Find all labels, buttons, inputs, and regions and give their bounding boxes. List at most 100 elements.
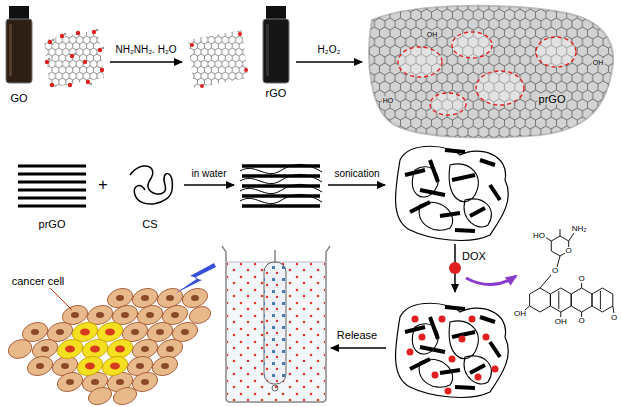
- go-sheet: [50, 83, 54, 87]
- layered-composite: [240, 164, 322, 206]
- beaker: [222, 246, 330, 402]
- rgo-vial: [263, 19, 289, 83]
- process-arrow: [184, 184, 234, 186]
- cancer-cells: [71, 312, 79, 318]
- cancer-cells: [156, 329, 164, 335]
- cancer-cells: [115, 346, 125, 353]
- arrow-label: NH₂NH₂. H₂O: [114, 45, 177, 55]
- beaker: [227, 262, 325, 401]
- loaded-network: [439, 316, 446, 323]
- cancer-cells: [6, 285, 213, 407]
- annotation-label: O: [577, 275, 585, 283]
- go-sheet: [86, 80, 90, 84]
- cancer-cells: [75, 353, 106, 379]
- loaded-network: [449, 356, 456, 363]
- cancer-cells: [65, 329, 125, 370]
- cancer-cells: [91, 379, 99, 385]
- go-sheet: [76, 31, 80, 35]
- go-sheet: [48, 29, 105, 86]
- annotation-label: +: [97, 177, 108, 193]
- cancer-cells: [86, 384, 114, 407]
- purple-arrow: [466, 276, 516, 285]
- cancer-cells: [121, 312, 129, 318]
- go-sheet: [90, 83, 93, 86]
- prgo-sheet: [476, 71, 524, 105]
- cancer-cells: [141, 346, 149, 352]
- cancer-cells: [105, 329, 115, 336]
- lightning-bolt: [176, 263, 216, 293]
- cancer-cells: [136, 363, 144, 369]
- node-label: prGO: [538, 94, 567, 105]
- leader-line: [50, 288, 72, 310]
- cancer-cells: [111, 384, 139, 407]
- prgo-sheet: [398, 32, 576, 115]
- illustration-node: GO: [2, 3, 110, 111]
- annotation-label: OH: [426, 31, 439, 38]
- lightning-bolt: [176, 263, 216, 293]
- illustration-node: prGO: [12, 158, 92, 236]
- go-sheet: [100, 68, 104, 72]
- cancer-cells: [141, 295, 149, 301]
- rgo-sheet: [190, 32, 248, 88]
- loaded-network: [459, 336, 466, 343]
- cancer-cells: [166, 346, 174, 352]
- reaction-arrow: [296, 61, 362, 63]
- loaded-network: [445, 388, 452, 395]
- prgo-stack: [18, 197, 86, 200]
- go-sheet: [64, 33, 67, 36]
- rgo-vial: [266, 24, 269, 76]
- layered-composite: [240, 174, 322, 183]
- dox-dot: [449, 262, 461, 274]
- cancer-cells: [31, 295, 199, 385]
- process-arrow: [184, 185, 234, 186]
- cancer-cells: [55, 319, 136, 379]
- annotation-label: cancer cell: [11, 276, 66, 287]
- annotation-label: OH: [554, 318, 568, 326]
- annotation-label: O: [565, 247, 573, 255]
- go-sheet: [102, 47, 105, 50]
- cancer-cells: [61, 363, 69, 369]
- go-sheet: [92, 30, 96, 34]
- annotation-label: HO: [382, 97, 395, 104]
- loaded-network: [412, 316, 419, 323]
- cancer-cells: [116, 295, 124, 301]
- annotation-label: NH₂: [571, 225, 588, 233]
- annotation-label: OH: [592, 59, 605, 66]
- node-label: rGO: [265, 88, 288, 99]
- purple-arrow: [466, 276, 516, 285]
- dox-dot: [449, 262, 461, 274]
- loaded-network: [407, 349, 414, 356]
- arrow-label: H₂O₂: [317, 45, 342, 55]
- process-arrow: [331, 347, 386, 349]
- go-vial: [6, 6, 32, 83]
- prgo-stack: [18, 166, 86, 206]
- beaker: [222, 246, 330, 402]
- go-sheet: [98, 48, 102, 52]
- annotation-label: Release: [336, 330, 378, 341]
- cancer-cells: [36, 363, 44, 369]
- cancer-cells: [166, 295, 174, 301]
- illustration-node: prGO: [362, 2, 618, 140]
- dox-molecule: [550, 288, 571, 312]
- reaction-arrow: [110, 61, 182, 63]
- loaded-network: [407, 316, 499, 395]
- rgo-sheet: [188, 30, 248, 88]
- cancer-cells: [171, 312, 179, 318]
- composite-network: [396, 146, 509, 240]
- illustration-node: CS: [122, 158, 178, 236]
- layered-composite: [242, 204, 320, 208]
- dox-molecule: [530, 288, 551, 312]
- annotation-label: in water: [190, 169, 227, 179]
- cancer-cells: [100, 353, 131, 379]
- cancer-cells: [41, 346, 49, 352]
- node-label: prGO: [38, 219, 67, 230]
- cancer-cells: [55, 336, 86, 362]
- cancer-cells: [110, 363, 120, 370]
- rgo-sheet: [190, 43, 194, 47]
- loaded-network: [492, 366, 499, 373]
- cancer-cells: [131, 329, 139, 335]
- annotation-label: O: [577, 317, 585, 325]
- cancer-cells: [181, 329, 189, 335]
